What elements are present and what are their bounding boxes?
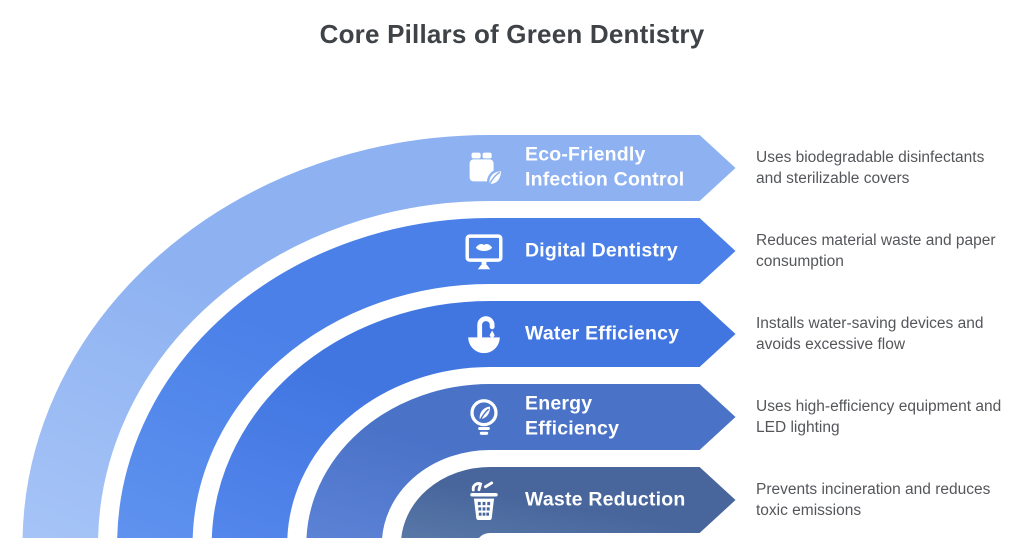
faucet-sink-icon [461,311,507,357]
band-arc-water-efficiency [209,299,739,538]
band-description-eco-friendly-infection-control: Uses biodegradable disinfectants and ste… [756,148,985,187]
band-arc-digital-dentistry [115,216,739,538]
band-description-energy-efficiency: Uses high-efficiency equipment and LED l… [756,397,1002,436]
band-label-digital-dentistry: Digital Dentistry [525,239,678,262]
monitor-tooth-icon [461,228,507,274]
band-label-waste-reduction: Waste Reduction [525,488,686,511]
band-arc-eco-friendly-infection-control [20,133,739,538]
band-description-water-efficiency: Installs water-saving devices and avoids… [756,314,984,353]
band-label-water-efficiency: Water Efficiency [525,322,680,345]
sanitizer-package-leaf-icon [461,145,507,191]
band-label-eco-friendly-infection-control: Eco-Friendly Infection Control [525,143,685,191]
waste-bin-icon [461,477,507,523]
band-label-energy-efficiency: Energy Efficiency [525,392,620,440]
page-title: Core Pillars of Green Dentistry [319,19,705,49]
bulb-leaf-icon [461,394,507,440]
band-description-waste-reduction: Prevents incineration and reduces toxic … [756,480,991,519]
band-arc-energy-efficiency [304,382,739,538]
band-description-digital-dentistry: Reduces material waste and paper consump… [756,231,996,270]
